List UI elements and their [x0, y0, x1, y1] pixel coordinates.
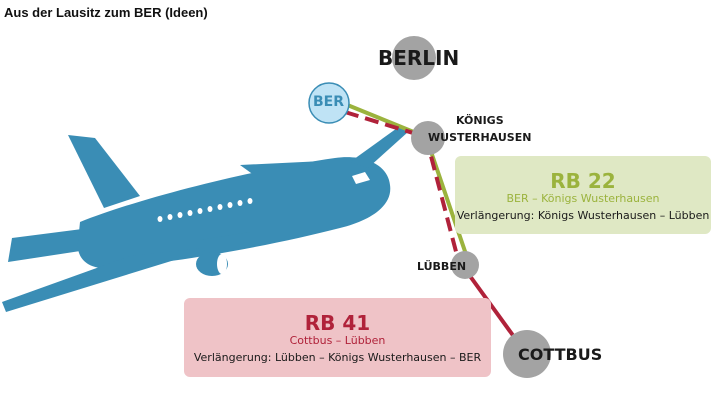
engine-intake [217, 254, 227, 274]
station-koenigs-wusterhausen [411, 121, 445, 155]
rb41-info-box: RB 41 Cottbus – Lübben Verlängerung: Lüb… [184, 298, 491, 377]
label-ber: BER [313, 94, 345, 110]
label-cottbus: COTTBUS [518, 345, 603, 364]
label-wusterhausen: WUSTERHAUSEN [428, 131, 532, 144]
label-luebben: LÜBBEN [417, 260, 467, 273]
rb22-extension: Verlängerung: Königs Wusterhausen – Lübb… [456, 209, 710, 222]
rb41-route: Cottbus – Lübben [289, 334, 386, 347]
label-berlin: BERLIN [378, 46, 460, 70]
rb41-name: RB 41 [304, 311, 371, 335]
station-berlin [392, 36, 436, 80]
rb41-extension: Verlängerung: Lübben – Königs Wusterhaus… [193, 351, 482, 364]
label-koenigs: KÖNIGS [456, 114, 504, 127]
station-cottbus [503, 330, 551, 378]
cabin-windows [157, 198, 253, 222]
rb22-name: RB 22 [550, 169, 616, 193]
airplane-icon [2, 126, 408, 312]
cockpit-window [352, 172, 370, 184]
rb22-info-box: RB 22 BER – Königs Wusterhausen Verlänge… [455, 156, 711, 234]
station-ber [308, 82, 350, 124]
station-luebben [451, 251, 479, 279]
page-title: Aus der Lausitz zum BER (Ideen) [4, 5, 208, 20]
rb22-route: BER – Königs Wusterhausen [506, 192, 660, 205]
